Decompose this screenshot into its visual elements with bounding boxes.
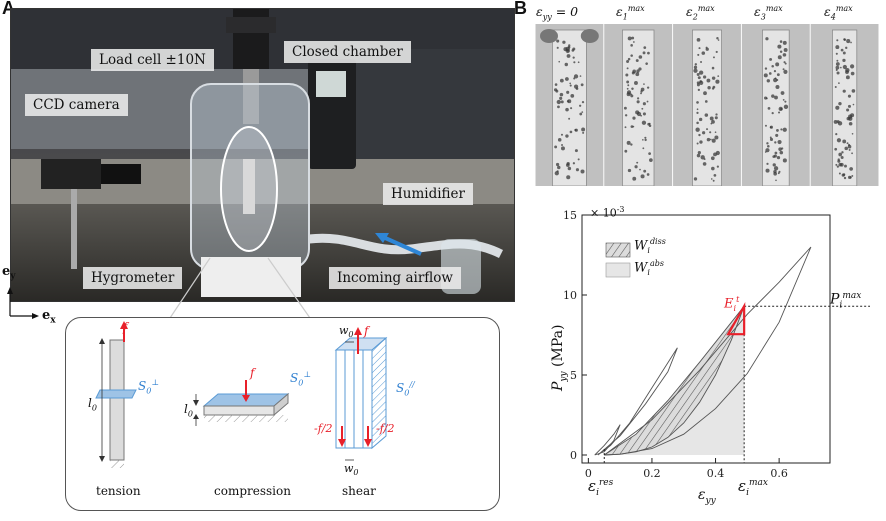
- compression-caption: compression: [214, 484, 291, 498]
- shear-caption: shear: [342, 484, 376, 498]
- series-cycle_small_2: [594, 424, 621, 456]
- setup-illustration: [11, 9, 514, 301]
- x-tick-label-1: 0.2: [643, 467, 661, 480]
- compression-section-label: S0⊥: [290, 370, 311, 388]
- callout-humidifier: Humidifier: [383, 183, 473, 205]
- absorbed-energy-area: [604, 306, 745, 455]
- strain-label-1: ε1max: [616, 4, 645, 22]
- tangent-modulus-triangle: [726, 302, 746, 336]
- specimen-frame-0: [535, 24, 604, 187]
- x-tick-label-3: 0.6: [770, 467, 788, 480]
- callout-closed-chamber: Closed chamber: [284, 41, 411, 63]
- dissipated-energy-area: [604, 306, 745, 455]
- x-axis-label: εyy: [698, 487, 716, 506]
- compression-length-label: l0: [184, 402, 193, 419]
- strain-state-labels: εyy = 0 ε1max ε2max ε3max ε4max: [536, 4, 881, 24]
- loading-modes-diagram: [95, 321, 388, 468]
- tension-length-label: l0: [88, 396, 97, 413]
- tension-specimen: [95, 321, 137, 468]
- lab-axes-glyph: [7, 287, 39, 319]
- series-loading: [604, 305, 745, 456]
- max-strain-label: εimax: [738, 477, 768, 498]
- y-tick-label-1: 5: [570, 369, 577, 382]
- specimen-frame-1: [604, 24, 673, 187]
- legend-abs-label: Wiabs: [634, 259, 664, 277]
- series-cycle_max: [603, 246, 812, 456]
- compression-specimen: [193, 380, 290, 426]
- shear-half-force-right-label: -f/2: [376, 422, 395, 435]
- y-tick-label-3: 15: [563, 209, 577, 222]
- legend-diss-swatch: [605, 242, 631, 258]
- y-tick-label-0: 0: [570, 449, 577, 462]
- tension-caption: tension: [96, 484, 141, 498]
- strain-label-3: ε3max: [754, 4, 783, 22]
- x-tick-label-2: 0.4: [707, 467, 725, 480]
- max-stress-label: Pimax: [830, 291, 862, 311]
- y-tick-label-2: 10: [563, 289, 577, 302]
- tension-section-label: S0⊥: [138, 378, 159, 396]
- specimen-frame-2: [673, 24, 741, 187]
- tangent-modulus-label: Eit: [724, 295, 740, 313]
- stress-strain-plot: 0 0.2 0.4 0.6 0 5 10 15: [563, 209, 870, 480]
- y-exponent-label: × 10-3: [590, 205, 625, 220]
- shear-width-top-label: w0: [339, 324, 354, 340]
- experimental-setup-photo: Load cell ±10N Closed chamber CCD camera…: [10, 8, 515, 302]
- strain-label-4: ε4max: [824, 4, 853, 22]
- callout-ccd-camera: CCD camera: [25, 94, 128, 116]
- shear-specimen: [334, 327, 388, 461]
- shear-width-bottom-label: w0: [344, 462, 359, 478]
- shear-force-label: f: [364, 324, 369, 338]
- axis-ex-label: ex: [42, 308, 56, 326]
- y-axis-label: Pyy (MPa): [550, 324, 569, 391]
- residual-strain-label: εires: [588, 477, 614, 498]
- compression-force-label: f: [250, 366, 255, 380]
- panel-b-letter: B: [514, 0, 527, 18]
- specimen-frame-4: [810, 24, 879, 187]
- stress-strain-chart: 0 0.2 0.4 0.6 0 5 10 15 × 10-3 Pyy (MPa) εyy εi…: [530, 195, 886, 517]
- series-cycle_small_1: [597, 347, 678, 456]
- shear-half-force-left-label: -f/2: [314, 422, 333, 435]
- callout-incoming-airflow: Incoming airflow: [329, 267, 461, 289]
- specimen-frames: [535, 24, 879, 187]
- plot-frame: [581, 214, 831, 464]
- legend-diss-label: Widiss: [634, 237, 666, 255]
- tension-force-label: f: [123, 320, 128, 334]
- axis-ey-label: ey: [2, 264, 16, 282]
- shear-section-label: S0//: [396, 380, 415, 398]
- callout-hygrometer: Hygrometer: [83, 267, 183, 289]
- loading-modes-panel: f l0 S0⊥ tension f l0 S0⊥ compression f …: [65, 317, 500, 511]
- callout-load-cell: Load cell ±10N: [91, 49, 214, 71]
- zoom-lines: [169, 257, 311, 319]
- legend-abs-swatch: [605, 262, 631, 278]
- strain-label-2: ε2max: [686, 4, 715, 22]
- specimen-image-strip: [535, 24, 879, 187]
- specimen-frame-3: [741, 24, 810, 187]
- x-tick-label-0: 0: [585, 467, 592, 480]
- strain-label-0: εyy = 0: [536, 4, 579, 22]
